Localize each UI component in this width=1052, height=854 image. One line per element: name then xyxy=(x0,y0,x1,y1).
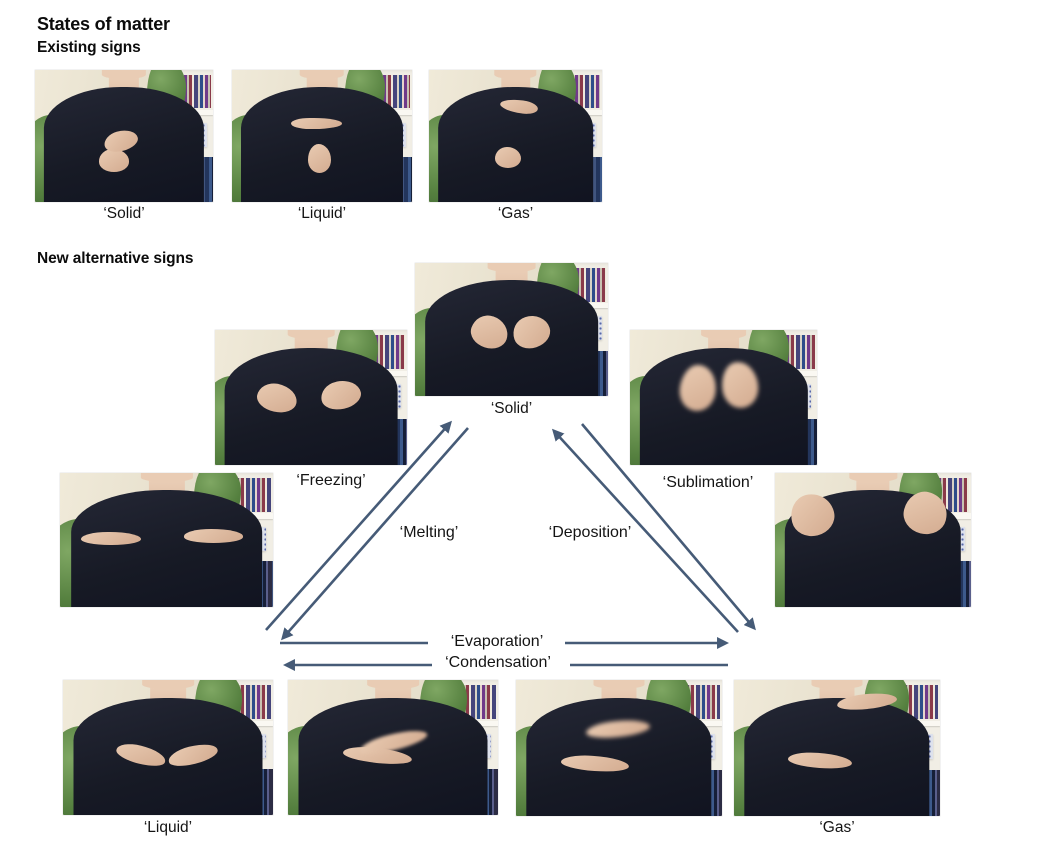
photo-existing-gas xyxy=(429,70,602,202)
transition-label-sublimation: ‘Sublimation’ xyxy=(662,474,754,491)
photo-new-gas xyxy=(734,680,940,816)
photo-existing-liquid xyxy=(232,70,412,202)
sign-photo-scene xyxy=(60,473,273,607)
signer-right-hand xyxy=(183,529,244,543)
photo-new-sublimation-handshape xyxy=(630,330,817,465)
label-existing-solid: ‘Solid’ xyxy=(103,205,145,222)
sign-photo-scene xyxy=(734,680,940,816)
sign-photo-scene xyxy=(429,70,602,202)
figure-title: States of matter xyxy=(37,14,170,34)
signer-torso xyxy=(424,280,599,396)
photo-new-liquid-motion xyxy=(288,680,498,815)
signer-right-hand xyxy=(291,117,342,130)
transition-label-melting: ‘Melting’ xyxy=(399,524,459,541)
signer-torso xyxy=(526,697,712,816)
heading-new-alternative-signs: New alternative signs xyxy=(37,250,194,267)
photo-new-liquid xyxy=(63,680,273,815)
sign-photo-scene xyxy=(215,330,407,465)
sign-photo-scene xyxy=(232,70,412,202)
transition-label-evaporation: ‘Evaporation’ xyxy=(450,633,544,650)
transition-label-condensation: ‘Condensation’ xyxy=(445,654,551,671)
label-new-gas: ‘Gas’ xyxy=(819,819,855,836)
photo-existing-solid xyxy=(35,70,213,202)
photo-new-liquid-handshape xyxy=(60,473,273,607)
sign-photo-scene xyxy=(63,680,273,815)
sign-photo-scene xyxy=(775,473,971,607)
transition-label-freezing: ‘Freezing’ xyxy=(296,472,366,489)
signer-left-hand xyxy=(307,143,331,173)
photo-new-solid xyxy=(415,263,608,396)
signer-torso xyxy=(224,347,398,465)
photo-new-gas-motion xyxy=(516,680,722,816)
label-new-solid: ‘Solid’ xyxy=(490,400,533,417)
signer-torso xyxy=(70,490,263,607)
photo-new-gas-handshape xyxy=(775,473,971,607)
signer-torso xyxy=(639,347,808,465)
signer-left-hand xyxy=(494,146,521,168)
transition-label-deposition: ‘Deposition’ xyxy=(548,524,632,541)
signer-left-hand xyxy=(81,531,141,546)
label-existing-liquid: ‘Liquid’ xyxy=(297,205,347,222)
label-existing-gas: ‘Gas’ xyxy=(497,205,534,222)
sign-photo-scene xyxy=(288,680,498,815)
heading-existing-signs: Existing signs xyxy=(37,39,141,56)
sign-photo-scene xyxy=(516,680,722,816)
photo-new-freezing-handshape xyxy=(215,330,407,465)
sign-photo-scene xyxy=(630,330,817,465)
signer-left-hand xyxy=(99,149,130,172)
signer-torso xyxy=(73,697,263,815)
sign-photo-scene xyxy=(35,70,213,202)
sign-photo-scene xyxy=(415,263,608,396)
label-new-liquid: ‘Liquid’ xyxy=(143,819,193,836)
